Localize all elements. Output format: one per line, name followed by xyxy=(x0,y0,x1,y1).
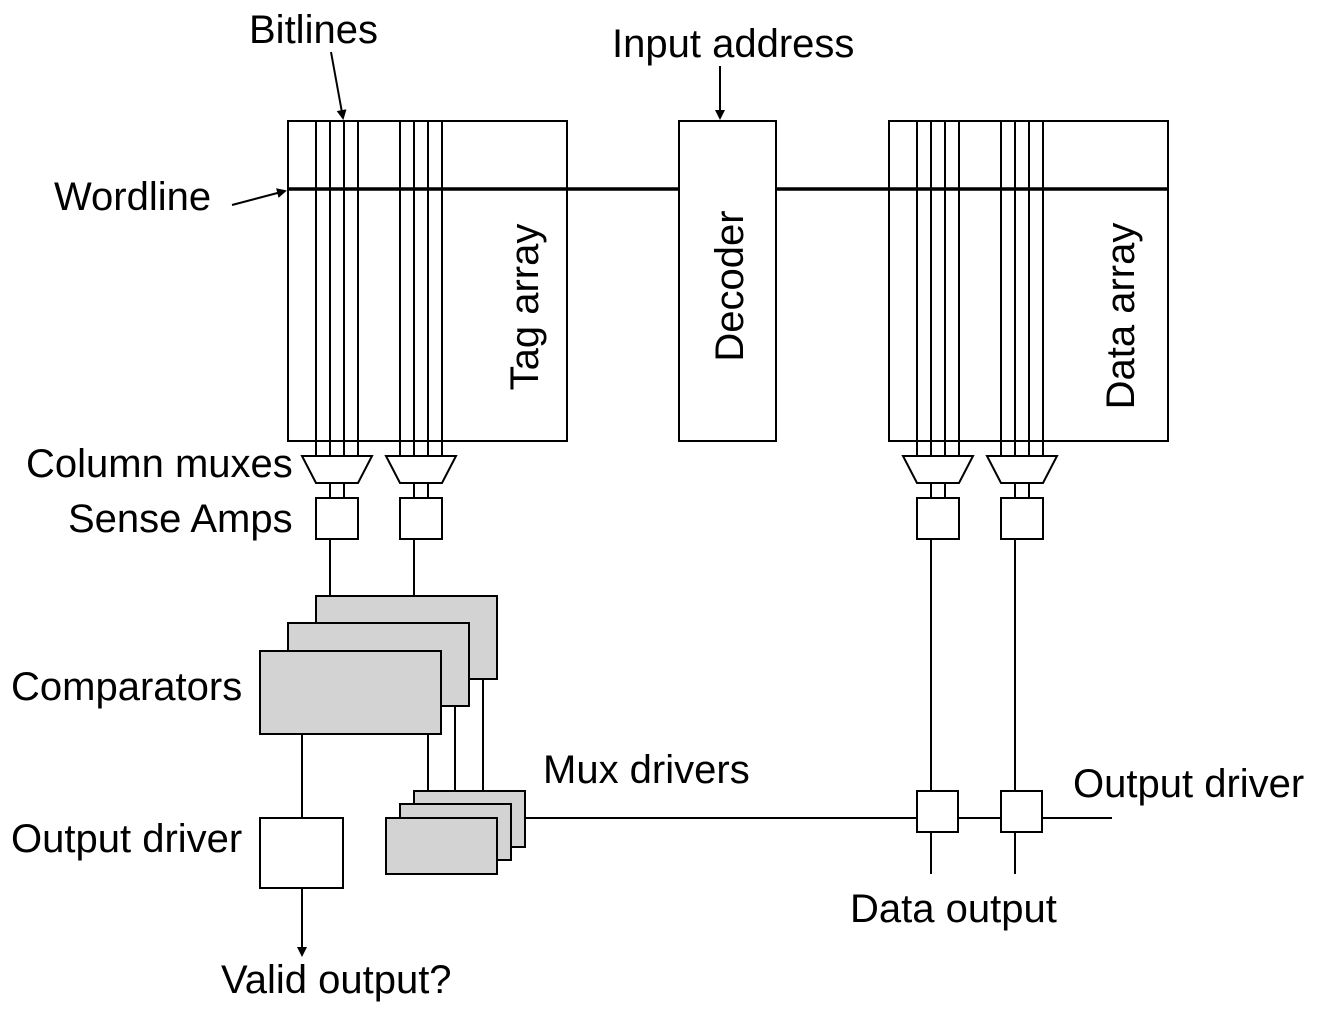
decoder: Decoder xyxy=(678,120,777,442)
bitlines-arrow xyxy=(330,51,347,120)
wordline-arrow xyxy=(231,188,287,206)
mux-to-senseamp-lines xyxy=(329,483,1030,498)
comparators xyxy=(259,595,498,735)
valid-output-label: Valid output? xyxy=(221,958,452,1002)
comparators-label: Comparators xyxy=(11,665,242,709)
data-output-label: Data output xyxy=(850,887,1057,931)
mux-drivers-label: Mux drivers xyxy=(543,748,750,792)
data-array-label: Data array xyxy=(1099,223,1143,410)
column-muxes-label: Column muxes xyxy=(26,442,293,486)
sense-amps xyxy=(315,497,1044,540)
tag-output-driver xyxy=(259,817,344,889)
column-muxes xyxy=(300,455,1059,484)
data-array: Data array xyxy=(888,120,1169,455)
data-sense-lines xyxy=(930,539,1016,791)
wordline-label: Wordline xyxy=(54,175,211,219)
bitlines-label: Bitlines xyxy=(249,8,378,52)
decoder-label: Decoder xyxy=(708,210,752,361)
data-array-bitlines xyxy=(916,121,1044,455)
data-output-drivers xyxy=(916,790,1043,874)
senseamp-to-comparator-lines xyxy=(329,539,415,596)
tag-array-bitlines xyxy=(315,121,443,455)
tag-array: Tag array xyxy=(287,120,568,455)
output-driver-left-label: Output driver xyxy=(11,817,242,861)
tag-array-label: Tag array xyxy=(503,224,547,391)
sense-amps-label: Sense Amps xyxy=(68,497,293,541)
mux-drivers xyxy=(385,790,526,875)
output-driver-right-label: Output driver xyxy=(1073,762,1304,806)
input-address-label: Input address xyxy=(612,22,854,66)
